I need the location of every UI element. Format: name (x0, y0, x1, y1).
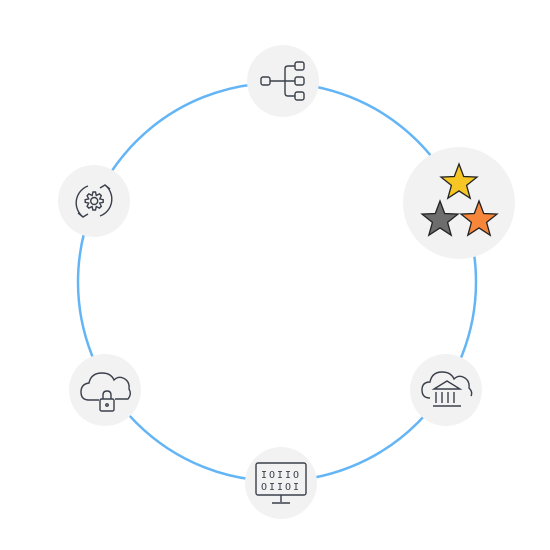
node-binary-monitor[interactable]: IOIIO OIIOI (245, 447, 317, 519)
three-stars-icon (420, 162, 499, 237)
cloud-bank-icon (421, 371, 473, 407)
node-ratings[interactable] (403, 147, 515, 259)
hierarchy-tree-icon (260, 61, 305, 101)
node-gear-sync[interactable] (58, 165, 130, 237)
binary-row-1: IOIIO (261, 470, 301, 481)
gear-sync-icon (75, 184, 113, 218)
node-cloud-bank[interactable] (410, 354, 482, 426)
node-cloud-lock[interactable] (69, 354, 141, 426)
node-hierarchy[interactable] (247, 45, 319, 117)
binary-monitor-icon: IOIIO OIIOI (255, 462, 307, 504)
cloud-lock-icon (80, 372, 131, 412)
binary-row-2: OIIOI (261, 482, 301, 493)
